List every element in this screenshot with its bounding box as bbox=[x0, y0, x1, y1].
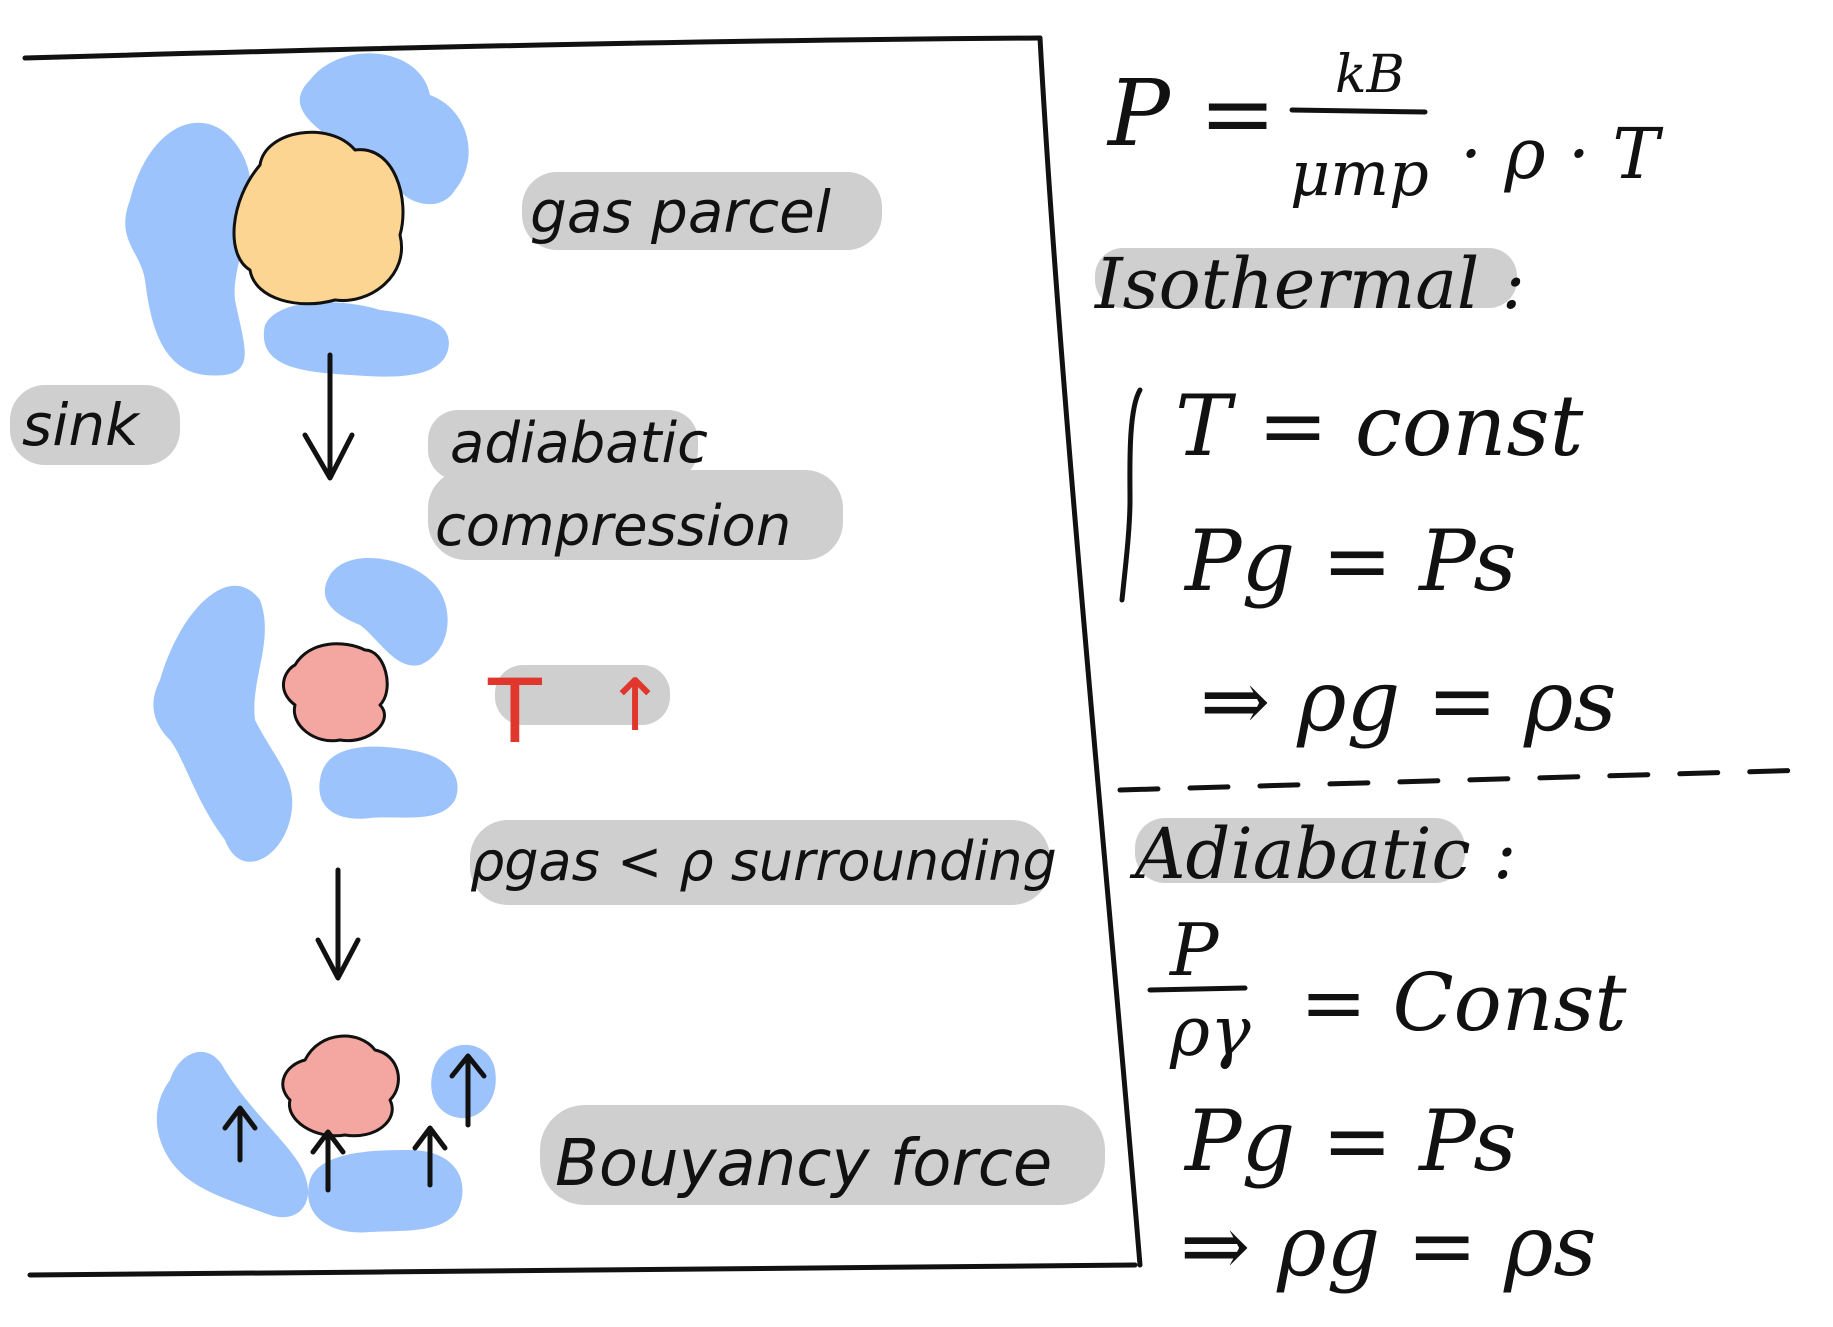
cloud-group-top bbox=[125, 53, 469, 377]
up-arrow-2 bbox=[310, 1129, 346, 1193]
gas-parcel-outline bbox=[232, 130, 405, 306]
blue-cloud-left-bottom bbox=[156, 1051, 309, 1218]
blue-cloud-bottom-top bbox=[263, 302, 449, 377]
blue-cloud-top-middle bbox=[324, 558, 448, 666]
highlight-density bbox=[470, 820, 1050, 905]
cloud-group-middle bbox=[153, 558, 458, 862]
highlight-gas-parcel bbox=[522, 172, 882, 250]
adi-fraction-numerator: P bbox=[1168, 908, 1220, 992]
highlight-isothermal bbox=[1095, 248, 1517, 308]
highlight-sink bbox=[10, 385, 180, 465]
label-buoyancy: Bouyancy force bbox=[555, 1127, 1052, 1201]
iso-line-3: ⇒ ρg = ρs bbox=[1200, 652, 1617, 750]
adiabatic-title: Adiabatic : bbox=[1129, 813, 1517, 895]
gas-parcel-red-middle bbox=[283, 643, 388, 741]
iso-brace bbox=[1119, 387, 1143, 603]
label-adiabatic-line2: compression bbox=[435, 494, 791, 559]
dashed-separator bbox=[1117, 767, 1813, 793]
cloud-group-bottom bbox=[156, 1034, 496, 1233]
label-temperature: T bbox=[487, 660, 543, 763]
gas-parcel-red-bottom bbox=[282, 1036, 399, 1136]
eq-pressure-rhs: · ρ · T bbox=[1460, 113, 1663, 195]
blue-cloud-left-middle bbox=[153, 585, 293, 862]
label-temperature-arrow: ↑ bbox=[605, 663, 665, 747]
up-arrow-4 bbox=[449, 1053, 487, 1128]
isothermal-title: Isothermal : bbox=[1093, 243, 1525, 325]
label-sink: sink bbox=[22, 391, 141, 459]
iso-line-1: T = const bbox=[1175, 377, 1584, 475]
highlight-adiabatic-line2 bbox=[428, 470, 843, 560]
gas-parcel-orange bbox=[233, 132, 403, 304]
up-arrow-1 bbox=[222, 1105, 258, 1163]
adi-fraction-bar bbox=[1147, 985, 1248, 993]
frame-right-line bbox=[1037, 35, 1143, 1268]
gas-parcel-red-middle-outline bbox=[282, 642, 389, 743]
adi-line-1-rhs: = Const bbox=[1300, 956, 1627, 1049]
eq-pressure-fraction-bar bbox=[1289, 107, 1428, 115]
adi-line-3: ⇒ ρg = ρs bbox=[1180, 1197, 1597, 1295]
blue-cloud-top-right bbox=[299, 53, 469, 205]
label-adiabatic-line1: adiabatic bbox=[450, 411, 708, 476]
highlight-temperature bbox=[495, 665, 670, 725]
down-arrow-1 bbox=[302, 352, 355, 481]
eq-pressure-numerator: kB bbox=[1335, 45, 1405, 105]
gas-parcel-red-bottom-outline bbox=[281, 1034, 400, 1138]
adi-line-2: Pg = Ps bbox=[1183, 1092, 1516, 1190]
down-arrow-2 bbox=[315, 867, 361, 981]
eq-pressure-lhs: P = bbox=[1106, 60, 1276, 167]
label-density-gas: ρgas < ρ surrounding bbox=[470, 830, 1057, 893]
blue-cloud-left-top bbox=[125, 122, 252, 376]
iso-line-2: Pg = Ps bbox=[1183, 512, 1516, 610]
frame-bottom-line bbox=[27, 1262, 1138, 1278]
frame-top-line bbox=[22, 35, 1043, 61]
highlight-adiabatic-right bbox=[1135, 818, 1465, 883]
eq-pressure-denominator: μmp bbox=[1290, 137, 1429, 210]
blue-cloud-right-bottom bbox=[431, 1044, 496, 1119]
up-arrow-3 bbox=[412, 1125, 448, 1188]
highlight-adiabatic-line1 bbox=[428, 410, 698, 480]
highlight-buoyancy bbox=[540, 1105, 1105, 1205]
blue-cloud-bottom-middle bbox=[319, 746, 458, 819]
blue-cloud-bottom-bottom bbox=[308, 1150, 463, 1233]
label-gas-parcel: gas parcel bbox=[530, 178, 831, 246]
adi-fraction-denominator: ργ bbox=[1169, 993, 1251, 1072]
